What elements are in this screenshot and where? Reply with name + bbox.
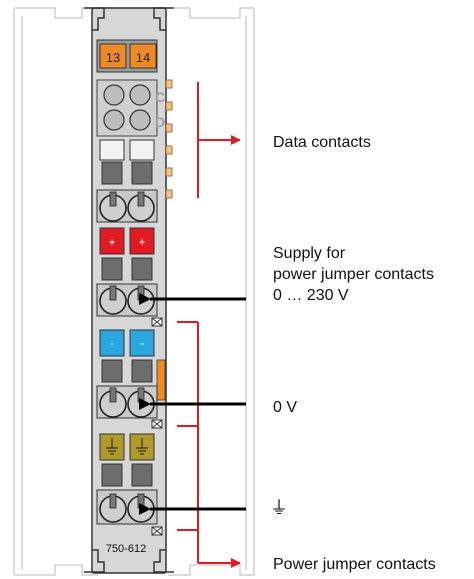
data-contact-pins bbox=[165, 79, 173, 199]
ground-terminals bbox=[99, 433, 155, 487]
terminal-tag-14 bbox=[129, 43, 157, 69]
cage-clamp-pair-4 bbox=[96, 489, 158, 525]
zero-volt-terminals: - - bbox=[99, 329, 166, 401]
cage-clamp-pair-3 bbox=[96, 385, 158, 419]
power-jumper-callout bbox=[177, 321, 241, 568]
cage-clamp-pair-2 bbox=[96, 283, 158, 317]
minus-sign-left: - bbox=[110, 336, 114, 350]
release-slot-group-1 bbox=[99, 139, 155, 185]
terminal-tags: 13 14 bbox=[96, 39, 158, 73]
part-number: 750-612 bbox=[106, 543, 146, 555]
ghost-housing-outline bbox=[13, 7, 255, 576]
power-jumper-label: Power jumper contacts bbox=[273, 556, 436, 573]
zero-volt-label: 0 V bbox=[273, 399, 298, 416]
supply-label-line2: power jumper contacts bbox=[273, 266, 434, 283]
supply-label-line1: Supply for bbox=[273, 245, 346, 262]
led-letter-d: D bbox=[155, 114, 165, 130]
plus-sign-left: + bbox=[108, 235, 115, 249]
led-a bbox=[103, 84, 125, 106]
ground-symbol-label: ⏚ bbox=[270, 498, 288, 518]
led-indicators: C D bbox=[96, 79, 165, 137]
data-contacts-label: Data contacts bbox=[273, 134, 371, 151]
terminal-tag-13 bbox=[99, 43, 127, 69]
power-jumper-markers bbox=[151, 317, 163, 536]
orange-side-strip bbox=[156, 359, 166, 401]
minus-sign-right: - bbox=[140, 336, 144, 350]
supply-label-line3: 0 … 230 V bbox=[273, 287, 349, 304]
ground-icon bbox=[106, 438, 148, 455]
cage-clamp-pair-1 bbox=[96, 189, 158, 223]
led-letter-c: C bbox=[155, 89, 165, 105]
data-contacts-callout bbox=[197, 82, 241, 198]
supply-plus-terminals: + + bbox=[99, 227, 155, 281]
led-b bbox=[103, 109, 125, 131]
terminal-number-13: 13 bbox=[106, 50, 120, 65]
terminal-number-14: 14 bbox=[136, 50, 150, 65]
plus-sign-right: + bbox=[138, 235, 145, 249]
led-c bbox=[129, 84, 151, 106]
led-d bbox=[129, 109, 151, 131]
